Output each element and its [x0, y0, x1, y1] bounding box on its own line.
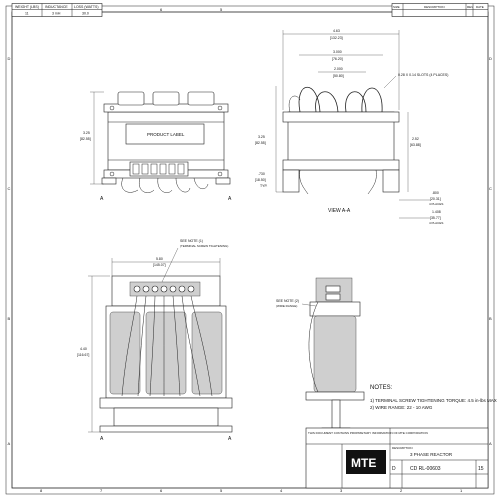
border-letter: C [8, 186, 11, 191]
see-note-2-sub: (WIRE RANGE) [276, 304, 297, 308]
border-number: 2 [400, 488, 403, 493]
header-inductance-label: INDUCTANCE [45, 5, 68, 9]
border-letter: A [489, 441, 492, 446]
border-letter: B [489, 316, 492, 321]
see-note-2: SEE NOTE (2) [276, 299, 299, 303]
dim-foot-mm: [18.50] [255, 178, 266, 182]
section-marker-right-bottom: A [228, 436, 232, 442]
company-logo-text: MTE [351, 456, 376, 470]
border-letters-right: D C B A [489, 56, 492, 446]
revision-block: SIZE DESCRIPTION REV DATE [391, 3, 489, 17]
rev-rev-label: REV [467, 5, 473, 9]
dim-bottom-height-mm: [116.67] [77, 353, 89, 357]
dim-slot-l-in: 1.408 [432, 210, 441, 214]
dim-mount-inner2-in: 2.000 [334, 67, 343, 71]
dim-top-width-in: 4.63 [333, 29, 340, 33]
dim-foot-note: TYP. [260, 184, 267, 188]
bottom-side-view: SEE NOTE (2) (WIRE RANGE) [276, 277, 365, 435]
slot-note: 0.28 X 0.14 SLOTS (4 PLACES) [398, 73, 448, 77]
see-note-1-sub: (TERMINAL SCREW TIGHTENING) [180, 244, 228, 248]
view-aa-label: VIEW A-A [328, 208, 351, 214]
section-marker-left: A [100, 196, 104, 202]
section-marker-right: A [228, 196, 232, 202]
note-item: 2) WIRE RANGE: 22 - 10 AWG [370, 405, 433, 410]
front-coil-top [117, 91, 145, 106]
border-number: 4 [280, 488, 283, 493]
dim-mount-inner-mm: [76.20] [332, 57, 343, 61]
dim-front-height-in: 3.25 [83, 131, 90, 135]
border-number: 6 [160, 7, 163, 12]
rev-size-label: SIZE [393, 5, 400, 9]
dim-slot-w-note: 4 PLACES [429, 202, 443, 206]
company-logo [346, 450, 386, 474]
border-number: 8 [40, 488, 43, 493]
product-label-text: PRODUCT LABEL [147, 132, 185, 137]
border-letter: B [8, 316, 11, 321]
front-coil-top [152, 91, 180, 106]
proprietary-note: THIS DOCUMENT CONTAINS PROPRIETARY INFOR… [308, 431, 428, 435]
notes-block: NOTES: 1) TERMINAL SCREW TIGHTENING TORQ… [370, 385, 497, 410]
rev-value: 15 [478, 466, 484, 472]
border-numbers-bottom: 8 7 6 5 4 3 2 1 [40, 488, 463, 493]
header-table: WEIGHT (LBS) INDUCTANCE LOSS (WATTS) 11 … [11, 3, 103, 17]
view-aa: 4.63 [132.23] 3.000 [76.20] 2.000 [50.80… [255, 29, 448, 225]
border-number: 5 [220, 7, 223, 12]
rev-date-label: DATE [476, 5, 484, 9]
dim-slot-l-mm: [35.77] [430, 216, 441, 220]
border-number: 6 [160, 488, 163, 493]
border-letters-left: D C B A [8, 56, 11, 446]
dim-side-right-in: 2.52 [412, 137, 419, 141]
section-marker-left-bottom: A [100, 436, 104, 442]
see-note-1: SEE NOTE (1) [180, 239, 203, 243]
border-number: 7 [100, 488, 103, 493]
dim-foot-in: .730 [258, 172, 265, 176]
border-number: 1 [460, 488, 463, 493]
dim-side-height-mm: [82.55] [255, 141, 266, 145]
dim-front-height-mm: [82.55] [80, 137, 91, 141]
border-letter: D [489, 56, 492, 61]
dim-slot-w-mm: [20.31] [430, 197, 441, 201]
front-view: PRODUCT LABEL 3.25 [82.55] A A [80, 91, 232, 202]
product-label-box [125, 123, 205, 145]
dim-bottom-width-mm: [145.07] [153, 263, 166, 267]
size-value: D [392, 466, 396, 472]
header-loss-value: 30.0 [82, 12, 89, 16]
dim-slot-w-in: .800 [432, 191, 439, 195]
border-letter: C [489, 186, 492, 191]
dim-top-width-mm: [132.23] [330, 36, 343, 40]
border-number: 3 [340, 488, 343, 493]
dim-slot-l-note: 4 PLACES [429, 221, 443, 225]
header-loss-label: LOSS (WATTS) [74, 5, 99, 9]
border-letter: D [8, 56, 11, 61]
description-label: DESCRIPTION [392, 446, 413, 450]
dim-mount-inner-in: 3.000 [333, 50, 342, 54]
dim-bottom-width-in: 5.80 [156, 257, 163, 261]
sheet-inner-border [11, 11, 489, 489]
header-inductance-value: 3 mH [52, 12, 61, 16]
sheet-outer-border [5, 5, 495, 495]
drawing-number: CD RL-00603 [410, 466, 441, 472]
border-letter: A [8, 441, 11, 446]
notes-title: NOTES: [370, 385, 393, 391]
title-block: THIS DOCUMENT CONTAINS PROPRIETARY INFOR… [305, 427, 489, 489]
front-terminal-block [129, 161, 189, 177]
header-weight-label: WEIGHT (LBS) [15, 5, 39, 9]
note-item: 1) TERMINAL SCREW TIGHTENING TORQUE: 4.5… [370, 398, 497, 403]
dim-mount-inner2-mm: [50.80] [333, 74, 344, 78]
dim-side-height-in: 3.25 [258, 135, 265, 139]
bottom-front-view: 5.80 [145.07] 4.40 [116.67] SEE NOTE (1)… [77, 239, 233, 442]
header-weight-value: 11 [25, 12, 29, 16]
front-coil-top [187, 91, 215, 106]
border-number: 5 [220, 488, 223, 493]
dim-side-right-mm: [63.88] [410, 143, 421, 147]
dim-bottom-height-in: 4.40 [80, 347, 87, 351]
rev-description-label: DESCRIPTION [424, 5, 445, 9]
description-value: 3 PHASE REACTOR [410, 452, 453, 457]
